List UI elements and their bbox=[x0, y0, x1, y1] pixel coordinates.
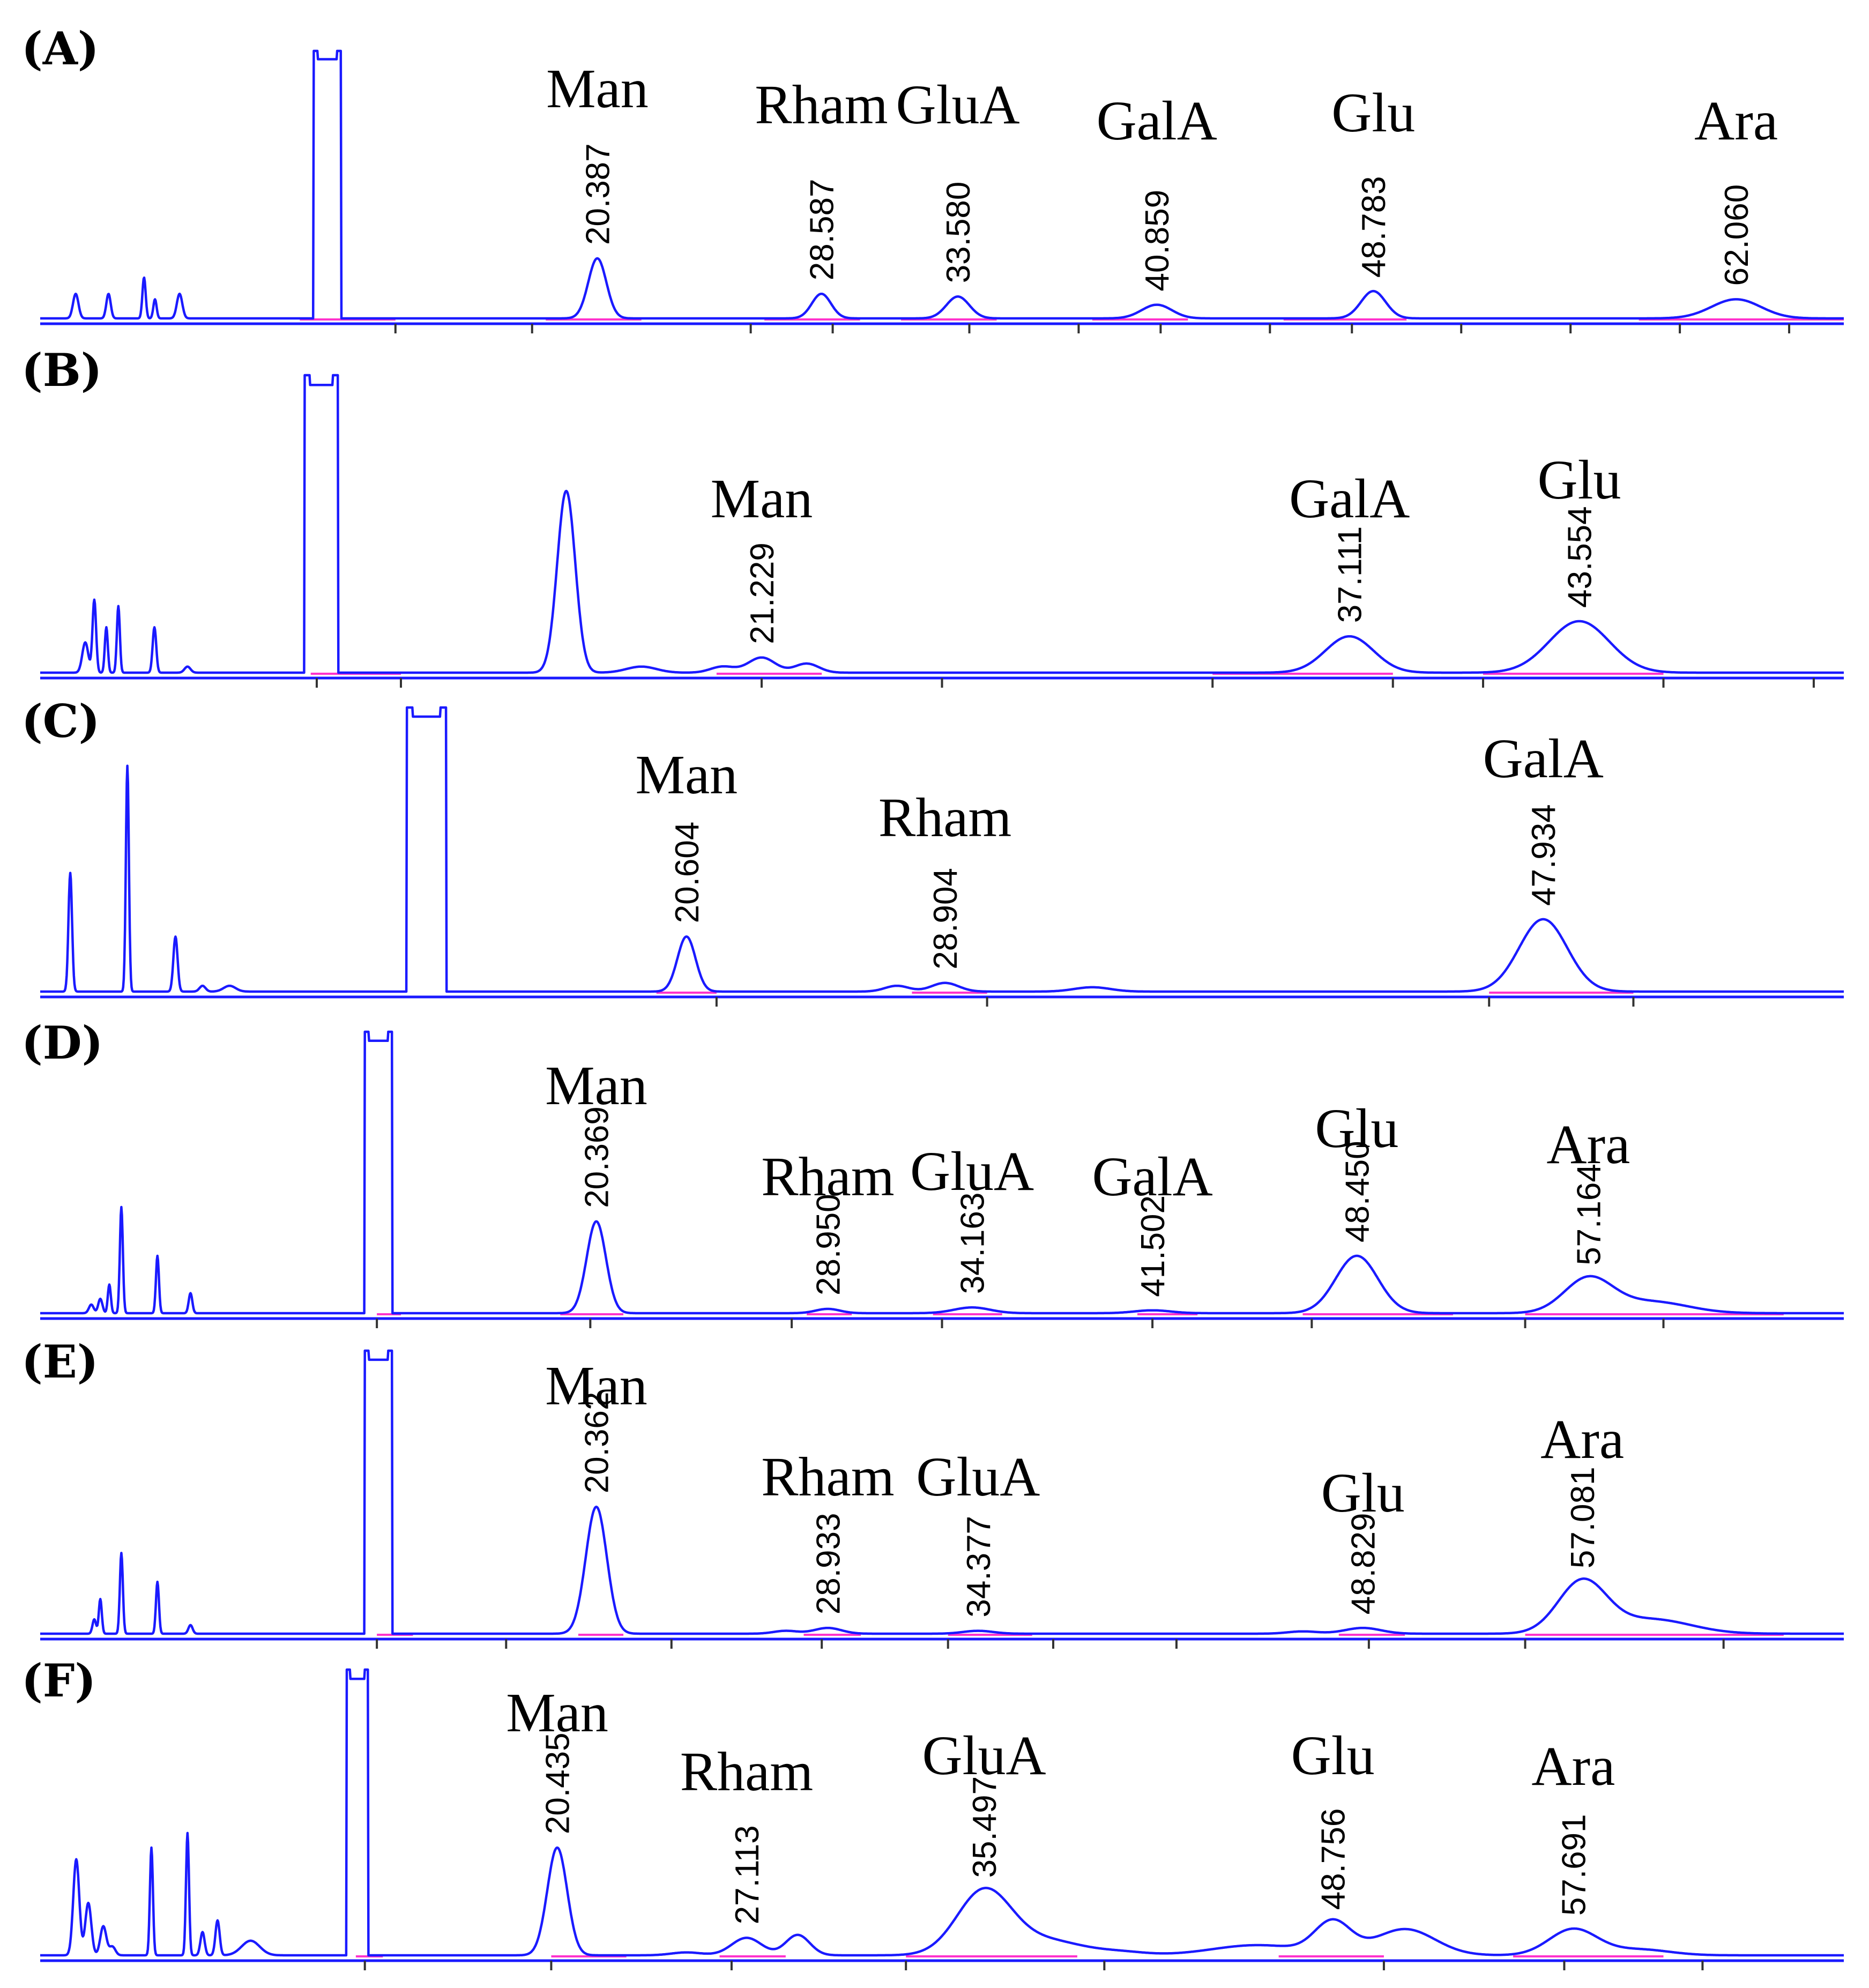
retention-time-label: 48.829 bbox=[1345, 1513, 1382, 1615]
sugar-name-label: Rham bbox=[755, 74, 888, 136]
retention-time-label: 28.587 bbox=[804, 179, 841, 281]
sugar-name-label: GalA bbox=[1483, 728, 1604, 790]
retention-time-label: 28.904 bbox=[927, 868, 964, 970]
retention-time-label: 47.934 bbox=[1525, 804, 1562, 906]
retention-time-label: 20.369 bbox=[579, 1106, 616, 1208]
sugar-name-label: GluA bbox=[896, 74, 1020, 136]
chromatogram-trace bbox=[39, 1030, 1845, 1315]
chromatogram-trace bbox=[39, 1668, 1845, 1957]
sugar-name-label: Ara bbox=[1546, 1114, 1630, 1175]
retention-time-label: 48.756 bbox=[1315, 1808, 1352, 1910]
retention-time-label: 62.060 bbox=[1718, 184, 1755, 286]
retention-time-label: 34.377 bbox=[960, 1516, 997, 1618]
retention-time-label: 28.933 bbox=[810, 1513, 847, 1615]
sugar-name-label: GluA bbox=[922, 1725, 1046, 1786]
panel-label: (F) bbox=[21, 1654, 96, 1707]
retention-time-label: 20.387 bbox=[579, 143, 616, 245]
sugar-name-label: Glu bbox=[1331, 82, 1415, 144]
panel-label: (B) bbox=[21, 344, 102, 397]
panel-label: (D) bbox=[21, 1016, 103, 1069]
sugar-name-label: Glu bbox=[1321, 1462, 1405, 1524]
sugar-name-label: Man bbox=[546, 58, 649, 120]
retention-time-label: 20.362 bbox=[579, 1392, 616, 1494]
chromatogram-trace bbox=[39, 706, 1845, 993]
sugar-name-label: GalA bbox=[1289, 468, 1410, 530]
sugar-name-label: Rham bbox=[878, 787, 1011, 848]
retention-time-label: 27.113 bbox=[729, 1825, 766, 1924]
panel-a: (A) 20.387 Man 28.587 Rham 33.580 GluA 40.859 Ga… bbox=[21, 22, 1845, 333]
panel-label: (E) bbox=[21, 1335, 99, 1388]
retention-time-label: 40.859 bbox=[1139, 190, 1176, 292]
sugar-name-label: Man bbox=[545, 1355, 647, 1417]
sugar-name-label: GluA bbox=[910, 1141, 1034, 1202]
retention-time-label: 20.435 bbox=[540, 1732, 577, 1834]
retention-time-label: 48.783 bbox=[1356, 176, 1393, 278]
sugar-name-label: Ara bbox=[1531, 1736, 1615, 1797]
sugar-name-label: Rham bbox=[680, 1741, 813, 1803]
retention-time-label: 37.111 bbox=[1332, 526, 1369, 623]
sugar-name-label: Man bbox=[635, 744, 738, 806]
chromatogram-trace bbox=[39, 49, 1845, 320]
retention-time-label: 48.450 bbox=[1339, 1141, 1376, 1242]
sugar-name-label: Glu bbox=[1315, 1098, 1398, 1159]
retention-time-label: 43.554 bbox=[1562, 506, 1599, 608]
sugar-name-label: GluA bbox=[916, 1446, 1040, 1508]
chromatogram-trace bbox=[39, 374, 1845, 674]
retention-time-label: 28.950 bbox=[810, 1194, 847, 1295]
panel-c: (C) 20.604 Man 28.904 Rham 47.934 GalA bbox=[21, 695, 1845, 1007]
sugar-name-label: Glu bbox=[1291, 1725, 1375, 1786]
sugar-name-label: Ara bbox=[1540, 1409, 1624, 1470]
panel-label: (C) bbox=[21, 695, 100, 748]
sugar-name-label: Man bbox=[545, 1055, 647, 1116]
sugar-name-label: Man bbox=[506, 1682, 608, 1744]
sugar-name-label: Man bbox=[711, 468, 813, 530]
sugar-name-label: Rham bbox=[761, 1446, 894, 1508]
sugar-name-label: GalA bbox=[1092, 1146, 1212, 1208]
chromatogram-trace bbox=[39, 1349, 1845, 1635]
retention-time-label: 57.691 bbox=[1555, 1814, 1592, 1916]
retention-time-label: 33.580 bbox=[940, 182, 977, 284]
sugar-name-label: Glu bbox=[1538, 449, 1621, 511]
sugar-name-label: Ara bbox=[1694, 90, 1778, 152]
retention-time-label: 34.163 bbox=[955, 1193, 992, 1294]
panel-label: (A) bbox=[21, 22, 99, 75]
retention-time-label: 20.604 bbox=[669, 822, 706, 924]
retention-time-label: 21.229 bbox=[744, 542, 781, 644]
retention-time-label: 35.497 bbox=[966, 1776, 1003, 1878]
sugar-name-label: Rham bbox=[761, 1146, 894, 1208]
retention-time-label: 57.081 bbox=[1565, 1467, 1602, 1569]
sugar-name-label: GalA bbox=[1097, 90, 1217, 152]
retention-time-label: 41.502 bbox=[1135, 1195, 1172, 1297]
retention-time-label: 57.164 bbox=[1570, 1164, 1607, 1265]
